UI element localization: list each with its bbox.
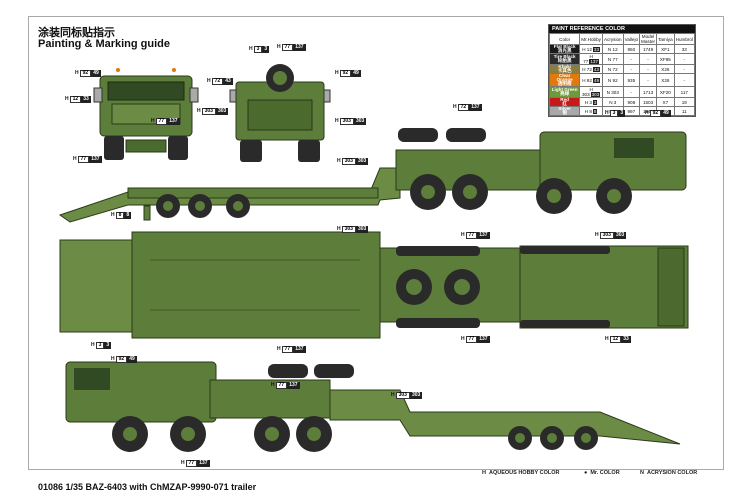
footer-caption: 01086 1/35 BAZ-6403 with ChMZAP-9990-071… — [38, 482, 257, 492]
ref-color-name-cn: 亮绿 — [560, 91, 570, 96]
ref-color-name: Tire Black — [553, 54, 576, 59]
page-title-cn: 涂装同标贴指示 — [38, 26, 115, 39]
side-view-right — [58, 128, 687, 223]
ref-color-name-cn: 卡其色 — [557, 68, 572, 73]
ref-color-name-cn: 消光黑 — [557, 48, 572, 53]
ref-humbrol: 11 — [673, 106, 696, 116]
legend-mr-color: ●Mr. COLOR — [584, 470, 620, 476]
ref-color-name: Red — [560, 97, 569, 102]
ref-h-code: H 77 — [583, 54, 593, 64]
ref-color-name-cn: 轮胎黑 — [557, 58, 572, 63]
side-view-left — [65, 361, 681, 452]
ref-mr-code: 49 — [592, 77, 601, 83]
ref-h-code: H 12 — [582, 46, 592, 52]
front-view-truck — [93, 68, 199, 160]
ref-color-name: Light Green — [551, 87, 578, 92]
ref-color-name-cn: 透明橙 — [557, 81, 572, 86]
ref-mm: - — [639, 53, 658, 65]
ref-h-code: H 92 — [582, 77, 592, 83]
ref-column-header: Model Master — [639, 33, 658, 45]
paint-reference-title: PAINT REFERENCE COLOR — [549, 25, 695, 33]
top-view — [59, 231, 689, 339]
ref-h-code: H 8 — [584, 108, 592, 114]
ref-h-code: H 3 — [584, 99, 592, 105]
ref-color-name-cn: 红 — [562, 101, 567, 106]
ref-mr-code: 303 — [590, 92, 601, 97]
ref-mr-code: 137 — [589, 59, 600, 64]
ref-color-name-cn: 银 — [562, 110, 567, 115]
ref-vallejo: 935 — [622, 73, 641, 87]
ref-h-code: H 303 — [581, 87, 593, 97]
ref-color-name: Clear Orange — [556, 73, 573, 82]
page-frame — [28, 16, 724, 470]
ref-mr-code: 8 — [592, 108, 598, 114]
ref-mr-code: 33 — [592, 46, 601, 52]
page-title: Painting & Marking guide — [38, 38, 171, 50]
ref-mr-code: 3 — [592, 99, 598, 105]
ref-h-code: H 72 — [582, 66, 592, 72]
rear-view-truck — [229, 64, 331, 162]
ref-mr-code: 43 — [592, 66, 601, 72]
ref-column-header: Humbrol — [673, 33, 696, 45]
ref-color-name: Flat Black — [553, 44, 576, 49]
ref-color-name: Silver — [558, 106, 571, 111]
ref-color-name: Khaki — [558, 64, 571, 69]
